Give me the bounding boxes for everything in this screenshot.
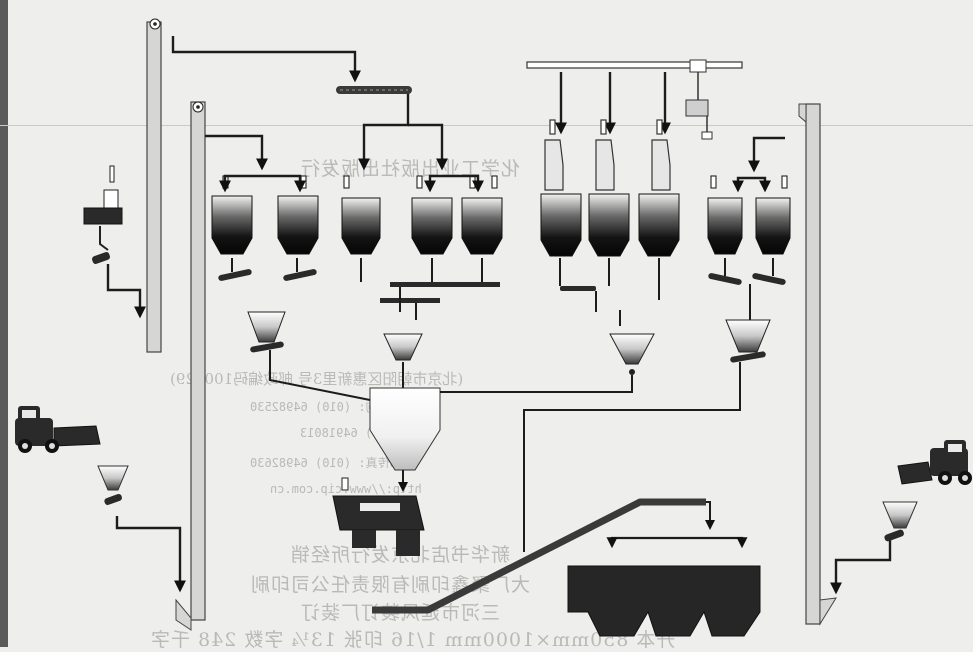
- screw-feeder-icon: [218, 269, 787, 303]
- silo-icon: [708, 198, 742, 254]
- silo-icon: [342, 198, 380, 254]
- silo-icon: [639, 194, 679, 256]
- bucket-elevator-icon: [147, 19, 161, 352]
- silo-icon: [462, 198, 502, 254]
- drop-lines: [232, 258, 773, 326]
- mixer-icon: [370, 388, 440, 470]
- packer-icon: [333, 478, 424, 556]
- left-feed-line: [108, 264, 890, 592]
- truck-icon: [15, 406, 100, 453]
- screw-feeder-icon: [336, 86, 412, 94]
- hopper-icon: [248, 312, 285, 353]
- silo-icon: [212, 196, 252, 254]
- hopper-icon: [883, 502, 917, 542]
- scan-line: [0, 125, 973, 126]
- silo-row: [212, 194, 790, 256]
- crane-rail: [527, 60, 742, 139]
- silo-icon: [412, 198, 452, 254]
- shuttle-conveyor: [612, 538, 742, 546]
- silo-icon: [589, 194, 629, 256]
- hopper-icon: [726, 320, 770, 363]
- silo-icon: [541, 194, 581, 256]
- bag-station-icon: [545, 120, 670, 190]
- truck-icon: [898, 440, 972, 485]
- hopper-icon: [98, 466, 128, 506]
- hopper-icon: [84, 166, 122, 265]
- scan-edge: [0, 0, 8, 647]
- storage-bin-icon: [568, 566, 760, 636]
- bucket-elevator-icon: [799, 104, 836, 624]
- silo-icon: [756, 198, 790, 254]
- dust-collector-icon: [223, 176, 787, 188]
- silo-icon: [278, 196, 318, 254]
- hopper-icon: [384, 334, 422, 360]
- hopper-icon: [610, 334, 654, 375]
